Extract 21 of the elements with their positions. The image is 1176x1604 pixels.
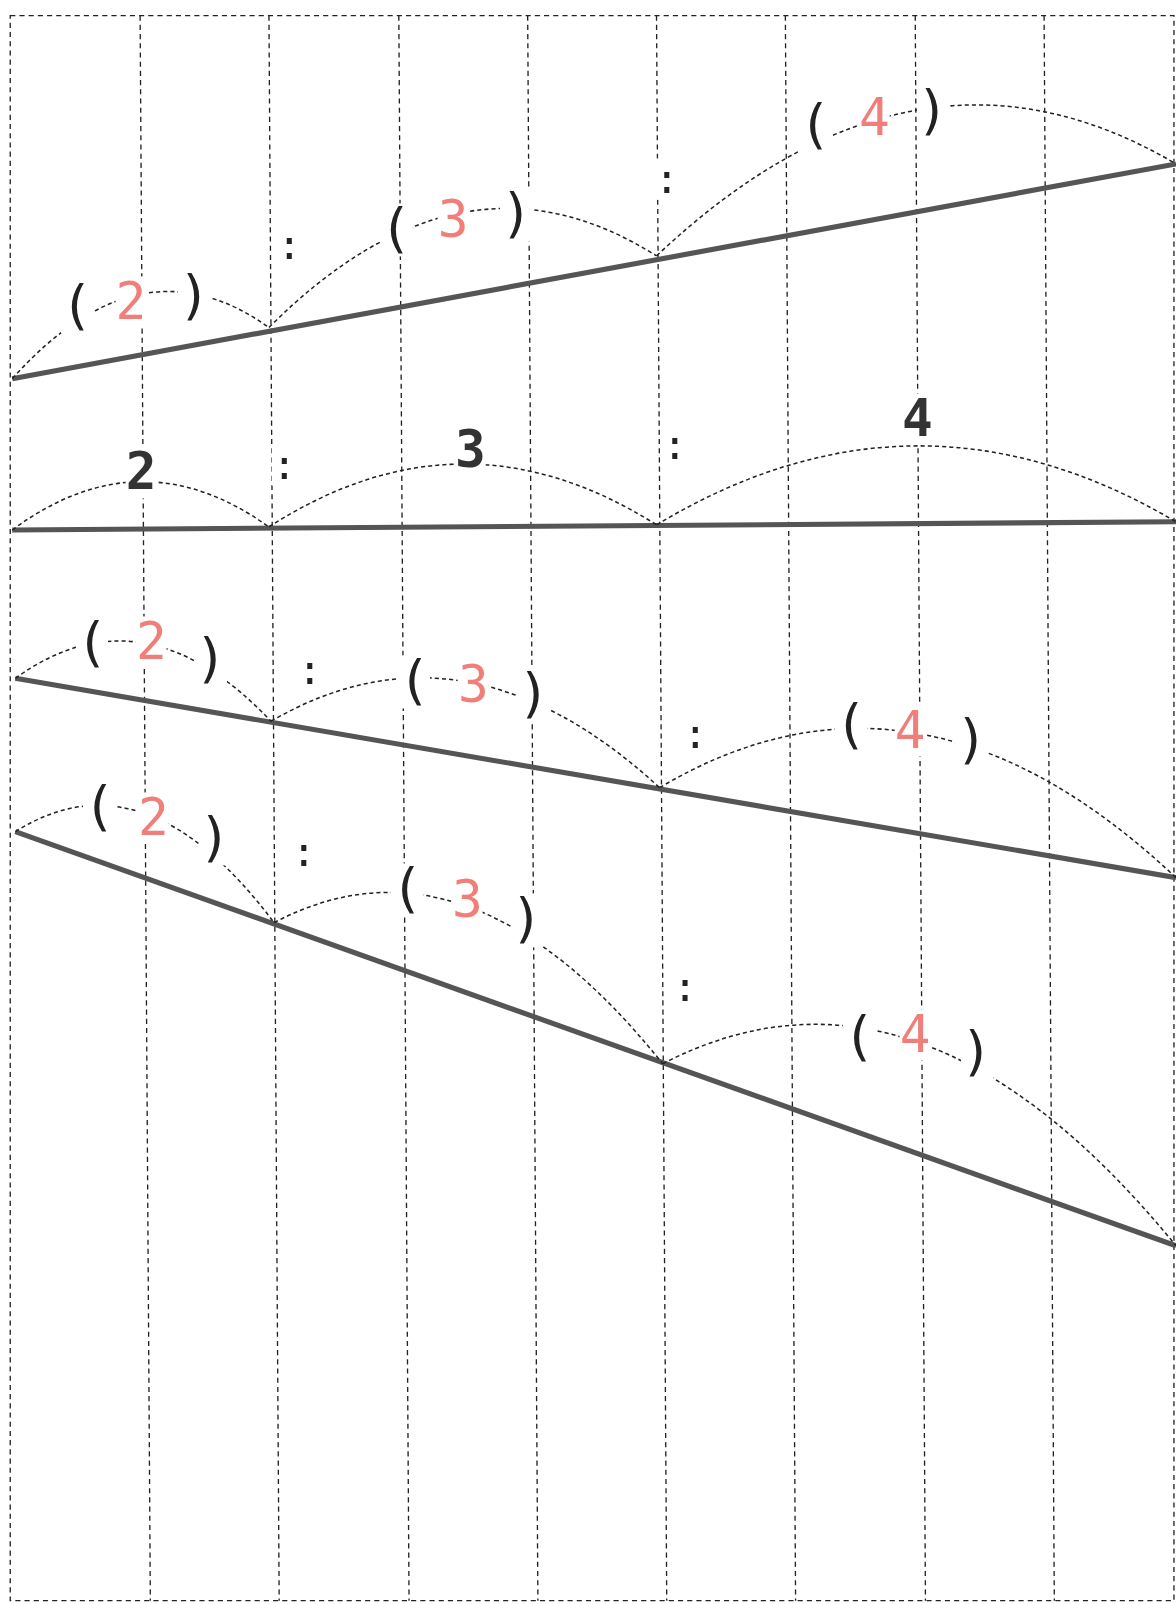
parenthesis: ( [799, 99, 831, 153]
ratio-number: 2 [135, 616, 167, 668]
parenthesis: ) [960, 1026, 993, 1080]
parenthesis: ( [76, 617, 109, 671]
parenthesis: ( [398, 655, 431, 709]
ratio-number: 4 [899, 1009, 931, 1061]
parenthesis: ( [83, 781, 116, 835]
parenthesis: ( [60, 280, 93, 334]
parenthesis: ) [517, 668, 550, 722]
parenthesis: ) [510, 893, 543, 947]
ratio-number: 2 [125, 446, 157, 498]
parenthesis: ( [843, 1011, 875, 1065]
parenthesis: ) [194, 633, 227, 687]
parenthesis: ( [391, 863, 423, 917]
ratio-number: 4 [901, 393, 933, 445]
ratio-number: 2 [115, 276, 147, 328]
parenthesis: ) [500, 188, 533, 242]
parenthesis: ( [379, 203, 412, 257]
parenthesis: ( [834, 699, 867, 753]
ratio-number: 4 [894, 705, 926, 757]
parenthesis: ) [955, 714, 988, 768]
